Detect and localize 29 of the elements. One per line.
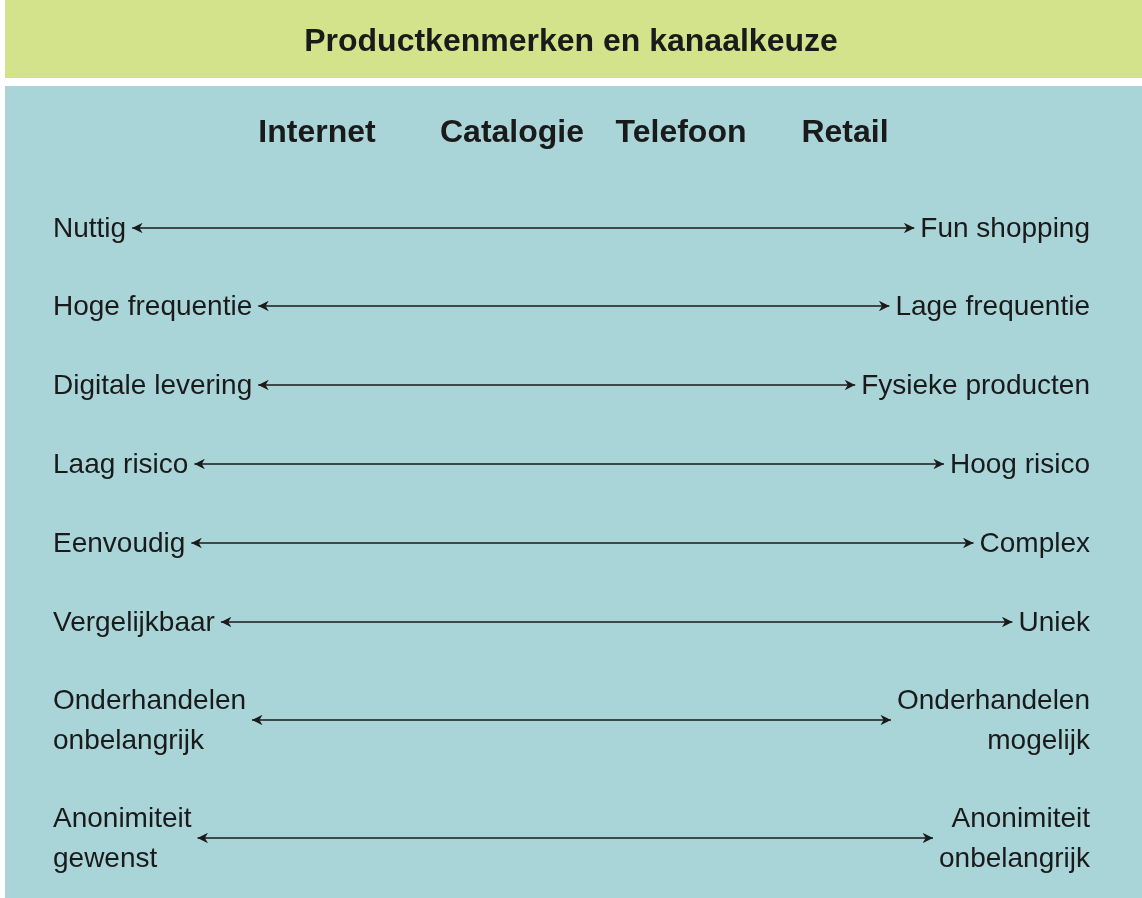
scale-end-label: Uniek (1018, 602, 1090, 642)
column-heading: Retail (801, 113, 889, 150)
scale-end-label: Digitale levering (53, 365, 253, 405)
scale-end-label: Hoog risico (949, 444, 1090, 484)
double-arrow (190, 537, 975, 549)
scale-end-label: Eenvoudig (53, 523, 186, 563)
column-heading: Internet (258, 113, 376, 150)
scale-end-label: Onderhandelen mogelijk (896, 680, 1090, 760)
column-heading: Catalogie (440, 113, 584, 150)
scale-end-label: Laag risico (53, 444, 189, 484)
scale-end-label: Nuttig (53, 208, 127, 248)
scale-end-label: Vergelijkbaar (53, 602, 215, 642)
double-arrow (131, 222, 916, 234)
scale-end-label: Anonimiteit gewenst (53, 798, 192, 878)
scale-end-label: Fun shopping (920, 208, 1090, 248)
double-arrow (193, 458, 945, 470)
title: Productkenmerken en kanaalkeuze (303, 22, 839, 59)
scale-end-label: Hoge frequentie (53, 286, 253, 326)
column-heading: Telefoon (615, 113, 747, 150)
double-arrow (257, 379, 856, 391)
scale-end-label: Onderhandelen onbelangrijk (53, 680, 247, 760)
double-arrow (220, 616, 1014, 628)
double-arrow (196, 832, 934, 844)
scale-end-label: Complex (979, 523, 1090, 563)
double-arrow (251, 714, 892, 726)
scale-end-label: Lage frequentie (895, 286, 1090, 326)
scale-end-label: Fysieke producten (861, 365, 1090, 405)
scale-end-label: Anonimiteit onbelangrijk (939, 798, 1090, 878)
double-arrow (257, 300, 891, 312)
